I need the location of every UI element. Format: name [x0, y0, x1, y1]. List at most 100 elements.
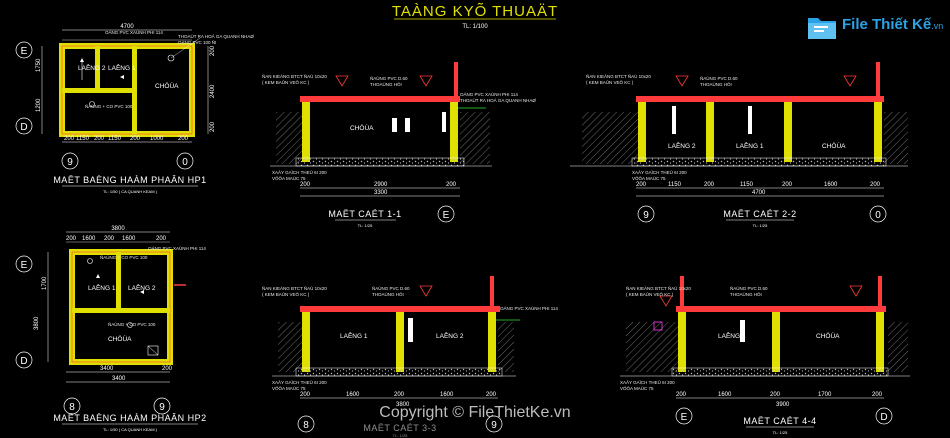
hp2-axis-d: D	[20, 356, 27, 367]
hp1-bottom-dim-2: 1150	[76, 136, 90, 142]
s44-axis-d: D	[880, 412, 887, 423]
s22-room-3: CHÖÙA	[822, 141, 846, 150]
hp1-top-dim: 4700	[120, 24, 134, 30]
s33-note-7: VÖÕA MAÙC 75	[272, 385, 306, 391]
s11-dim-3: 200	[446, 182, 457, 188]
s33-note-4: THOAÙNG HÔI	[372, 291, 404, 297]
s22-room-2: LAÊNG 1	[736, 141, 764, 150]
section-2-2: LAÊNG 2 LAÊNG 1 CHÖÙA ÑAN KIEÀNG BTCT ÑA…	[570, 62, 908, 228]
brand-domain: .vn	[931, 21, 944, 31]
hp2-note-1: ÑAÙNG + CO PVC 100	[100, 254, 148, 260]
hp2-axis-e: E	[21, 260, 28, 271]
brand-logo: File Thiết Kế.vn	[806, 10, 943, 44]
s11-note-6: THOAÙT RA HOÁ GA QUANH NHAØ	[460, 97, 536, 103]
s11-note-4: THOAÙNG HÔI	[370, 81, 402, 87]
s11-note-5: OÁNG PVC XAÙNH PHI 114	[460, 91, 518, 97]
hp2-note-2: OÁNG PVC XAÙNH PHI 114	[148, 245, 206, 251]
hp2-top-dim-1: 200	[66, 236, 77, 242]
hp2-axis-8: 8	[69, 402, 75, 413]
s22-dim-4: 1150	[740, 182, 754, 188]
s44-room-1: LAÊNG 1	[718, 331, 746, 340]
hp2-title: MAËT BAÈNG HAÀM PHAÂN HP2	[53, 413, 206, 423]
s44-dim-1: 200	[676, 392, 687, 398]
s44-title: MAËT CAÉT 4-4	[743, 416, 816, 426]
hp2-scale: TL: 1/50 ( CA QUANH KEAM )	[103, 427, 158, 432]
section-4-4: LAÊNG 1 CHÖÙA ÑAN KIEÀNG BTCT ÑAÙ 10x20 …	[620, 276, 910, 435]
hp1-right-dim-1: 200	[210, 45, 216, 56]
s44-note-4: THOAÙNG HÔI	[730, 291, 762, 297]
hp1-note-2: THOAÙT RA HOÁ GA QUANH NHAØ	[178, 33, 254, 39]
hp2-note-3: ÑAÙNG + CO PVC 100	[108, 321, 156, 327]
s22-note-6: VÖÕA MAÙC 75	[632, 175, 666, 181]
s44-room-2: CHÖÙA	[816, 331, 840, 340]
hp2-top-dim: 3800	[111, 226, 125, 232]
s22-scale: TL: 1/25	[753, 223, 768, 228]
hp1-bottom-dim-4: 1150	[108, 136, 122, 142]
s22-room-1: LAÊNG 2	[668, 141, 696, 150]
sheet-title: TAÀNG KYÕ THUAÄT	[392, 3, 558, 20]
hp1-note-3: OÁNG PVC 100 ÑI	[178, 39, 216, 45]
s33-dim-4: 1600	[440, 392, 454, 398]
sheet-scale: TL: 1/100	[462, 24, 488, 30]
s44-scale: TL: 1/25	[773, 430, 788, 435]
hp2-bottom-dim-1: 3400	[100, 366, 114, 372]
hp1-scale: TL: 1/50 ( CA QUANH KEAM )	[103, 189, 158, 194]
s33-axis-9: 9	[491, 420, 497, 431]
s11-title: MAËT CAÉT 1-1	[328, 209, 401, 219]
s22-dim-2: 1150	[668, 182, 682, 188]
s11-note-8: VÖÕA MAÙC 75	[272, 175, 306, 181]
plan-hp1: 4700 LAÊNG 2 LAÊNG 1 CHÖÙA OÁNG PVC XAÙN…	[15, 24, 254, 194]
s11-total: 3300	[374, 190, 388, 196]
hp1-bottom-dim-1: 200	[64, 136, 75, 142]
s33-note-3: ÑAÙNG PVC D.60	[372, 285, 410, 291]
s44-note-5: XAÂY GAÏCH THEÛ 6I 200	[620, 379, 675, 385]
hp2-top-dim-4: 1600	[122, 236, 136, 242]
s44-note-3: ÑAÙNG PVC D.60	[730, 285, 768, 291]
hp2-room-1: LAÊNG 1	[88, 283, 116, 292]
hp1-bottom-dim-7: 200	[178, 136, 189, 142]
s44-axis-e: E	[681, 412, 688, 423]
hp2-axis-9: 9	[159, 402, 165, 413]
s44-dim-5: 200	[872, 392, 883, 398]
s22-title: MAËT CAÉT 2-2	[723, 209, 796, 219]
s44-dim-3: 200	[770, 392, 781, 398]
s44-note-2: ( KEM BAÛN VEÕ KC )	[626, 291, 674, 297]
s22-axis-0: 0	[875, 210, 881, 221]
s33-axis-8: 8	[303, 420, 309, 431]
s22-total: 4700	[752, 190, 766, 196]
s11-scale: TL: 1/25	[358, 223, 373, 228]
hp1-left-dim-1: 1750	[36, 58, 42, 72]
s33-note-1: ÑAN KIEÀNG BTCT ÑAÙ 10x20	[262, 285, 327, 291]
s33-title: MAËT CAÉT 3-3	[363, 423, 436, 433]
hp1-bottom-dim-3: 200	[94, 136, 105, 142]
hp2-bottom-dim-3: 3400	[112, 376, 126, 382]
hp1-room-3: CHÖÙA	[155, 81, 179, 90]
s11-note-7: XAÂY GAÏCH THEÛ 6I 200	[272, 169, 327, 175]
hp1-axis-9: 9	[67, 157, 73, 168]
s11-dim-1: 200	[300, 182, 311, 188]
hp1-note-4: ÑAÙNG + CO PVC 100	[85, 103, 133, 109]
hp1-room-2: LAÊNG 1	[108, 63, 136, 72]
s22-note-4: THOAÙNG HÔI	[700, 81, 732, 87]
s11-note-1: ÑAN KIEÀNG BTCT ÑAÙ 10x20	[262, 73, 327, 79]
s33-scale: TL: 1/25	[393, 433, 408, 438]
hp1-title: MAËT BAÈNG HAÀM PHAÂN HP1	[53, 175, 206, 185]
s22-dim-1: 200	[636, 182, 647, 188]
hp1-left-dim-2: 1200	[36, 98, 42, 112]
hp1-bottom-dim-5: 200	[130, 136, 141, 142]
s11-note-3: ÑAÙNG PVC D.60	[370, 75, 408, 81]
s11-axis-e: E	[443, 210, 450, 221]
s44-note-1: ÑAN KIEÀNG BTCT ÑAÙ 10x20	[626, 285, 691, 291]
s22-note-2: ( KEM BAÛN VEÕ KC )	[586, 79, 634, 85]
folder-icon	[808, 18, 836, 39]
s33-total: 3800	[396, 402, 410, 408]
s33-note-6: XAÂY GAÏCH THEÛ 6I 200	[272, 379, 327, 385]
s44-total: 3900	[776, 402, 790, 408]
hp1-right-dim-3: 200	[210, 121, 216, 132]
hp2-left-dim-1: 1700	[42, 276, 48, 290]
hp2-left-dim-2: 3800	[34, 316, 40, 330]
s22-note-1: ÑAN KIEÀNG BTCT ÑAÙ 10x20	[586, 73, 651, 79]
copyright-watermark: Copyright © FileThietKe.vn	[379, 404, 571, 421]
s33-note-2: ( KEM BAÛN VEÕ KC )	[262, 291, 310, 297]
